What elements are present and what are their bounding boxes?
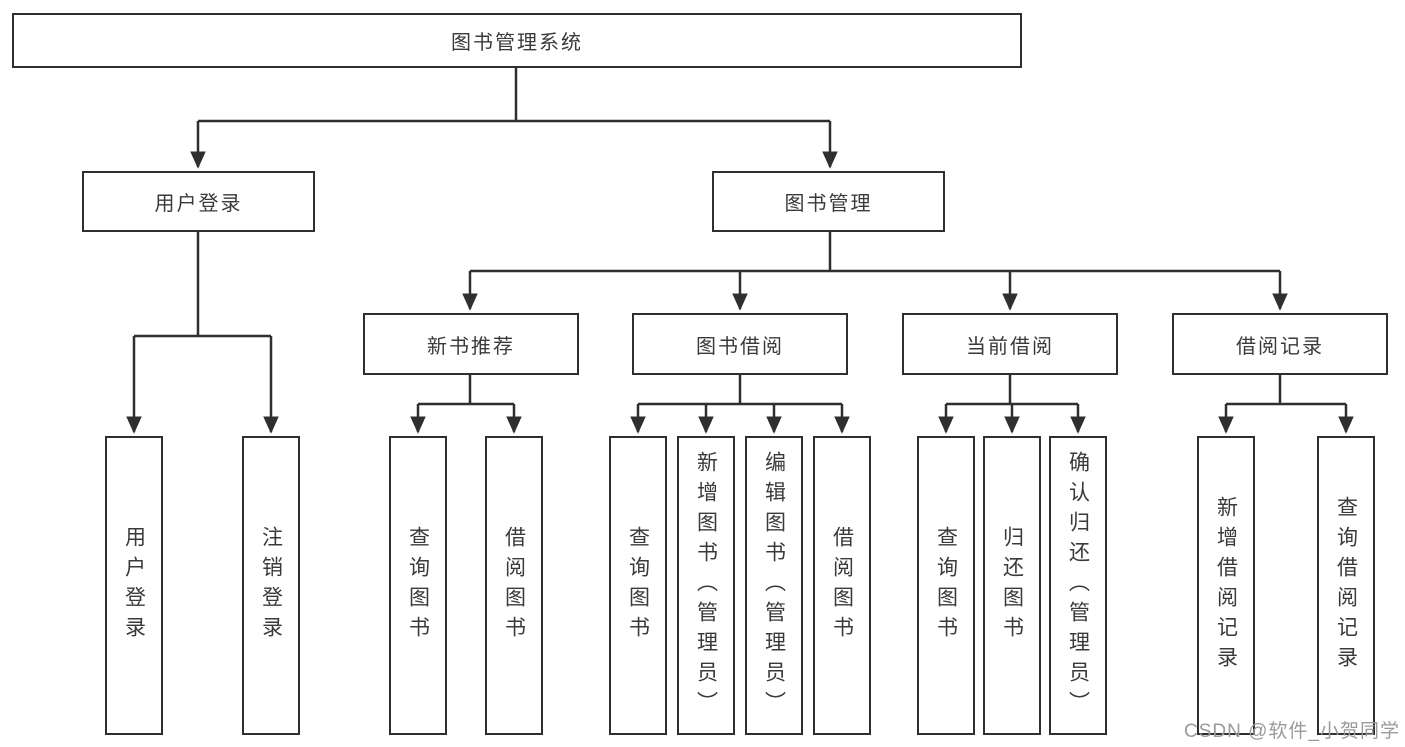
node-book-management: 图书管理 bbox=[712, 171, 945, 232]
node-user-login: 用户登录 bbox=[82, 171, 315, 232]
node-label: 用户登录 bbox=[154, 193, 243, 215]
node-label: 注销登录 bbox=[259, 525, 283, 646]
node-label: 确认归还（管理员） bbox=[1066, 450, 1090, 721]
csdn-watermark: CSDN @软件_小贺同学 bbox=[1184, 721, 1400, 742]
node-label: 图书管理系统 bbox=[451, 32, 583, 54]
node-label: 新增图书（管理员） bbox=[694, 450, 718, 721]
edge-book-borrow-trunk bbox=[638, 375, 842, 406]
node-label: 借阅记录 bbox=[1236, 335, 1324, 358]
node-new-book-recommendation: 新书推荐 bbox=[363, 313, 579, 375]
node-label: 图书借阅 bbox=[696, 335, 784, 358]
node-label: 查询借阅记录 bbox=[1334, 495, 1358, 676]
node-borrowing-records: 借阅记录 bbox=[1172, 313, 1388, 375]
leaf-user-login: 用户登录 bbox=[105, 436, 163, 735]
node-label: 查询图书 bbox=[406, 525, 430, 646]
leaf-query-books-current: 查询图书 bbox=[917, 436, 975, 735]
edge-book-mgmt-trunk bbox=[470, 232, 1280, 273]
edge-root-trunk bbox=[198, 68, 830, 123]
leaf-confirm-return-admin: 确认归还（管理员） bbox=[1049, 436, 1107, 735]
edge-borrow-records-trunk bbox=[1226, 375, 1346, 406]
edge-user-login-trunk bbox=[134, 232, 271, 338]
edge-current-borrow-trunk bbox=[946, 375, 1078, 406]
node-label: 图书管理 bbox=[784, 193, 873, 215]
node-current-borrowing: 当前借阅 bbox=[902, 313, 1118, 375]
leaf-return-book: 归还图书 bbox=[983, 436, 1041, 735]
node-book-borrowing: 图书借阅 bbox=[632, 313, 848, 375]
node-library-management-system: 图书管理系统 bbox=[12, 13, 1022, 68]
edge-new-book-rec-trunk bbox=[418, 375, 514, 406]
leaf-borrow-books-recommend: 借阅图书 bbox=[485, 436, 543, 735]
node-label: 借阅图书 bbox=[830, 525, 854, 646]
leaf-borrow-books: 借阅图书 bbox=[813, 436, 871, 735]
leaf-query-borrow-record: 查询借阅记录 bbox=[1317, 436, 1375, 735]
node-label: 查询图书 bbox=[934, 525, 958, 646]
leaf-query-books-recommend: 查询图书 bbox=[389, 436, 447, 735]
node-label: 查询图书 bbox=[626, 525, 650, 646]
leaf-logout: 注销登录 bbox=[242, 436, 300, 735]
node-label: 新增借阅记录 bbox=[1214, 495, 1238, 676]
node-label: 归还图书 bbox=[1000, 525, 1024, 646]
node-label: 编辑图书（管理员） bbox=[762, 450, 786, 721]
node-label: 借阅图书 bbox=[502, 525, 526, 646]
node-label: 用户登录 bbox=[122, 525, 146, 646]
leaf-add-book-admin: 新增图书（管理员） bbox=[677, 436, 735, 735]
node-label: 当前借阅 bbox=[966, 335, 1054, 358]
node-label: 新书推荐 bbox=[427, 335, 515, 358]
leaf-add-borrow-record: 新增借阅记录 bbox=[1197, 436, 1255, 735]
leaf-edit-book-admin: 编辑图书（管理员） bbox=[745, 436, 803, 735]
leaf-query-books-borrow: 查询图书 bbox=[609, 436, 667, 735]
